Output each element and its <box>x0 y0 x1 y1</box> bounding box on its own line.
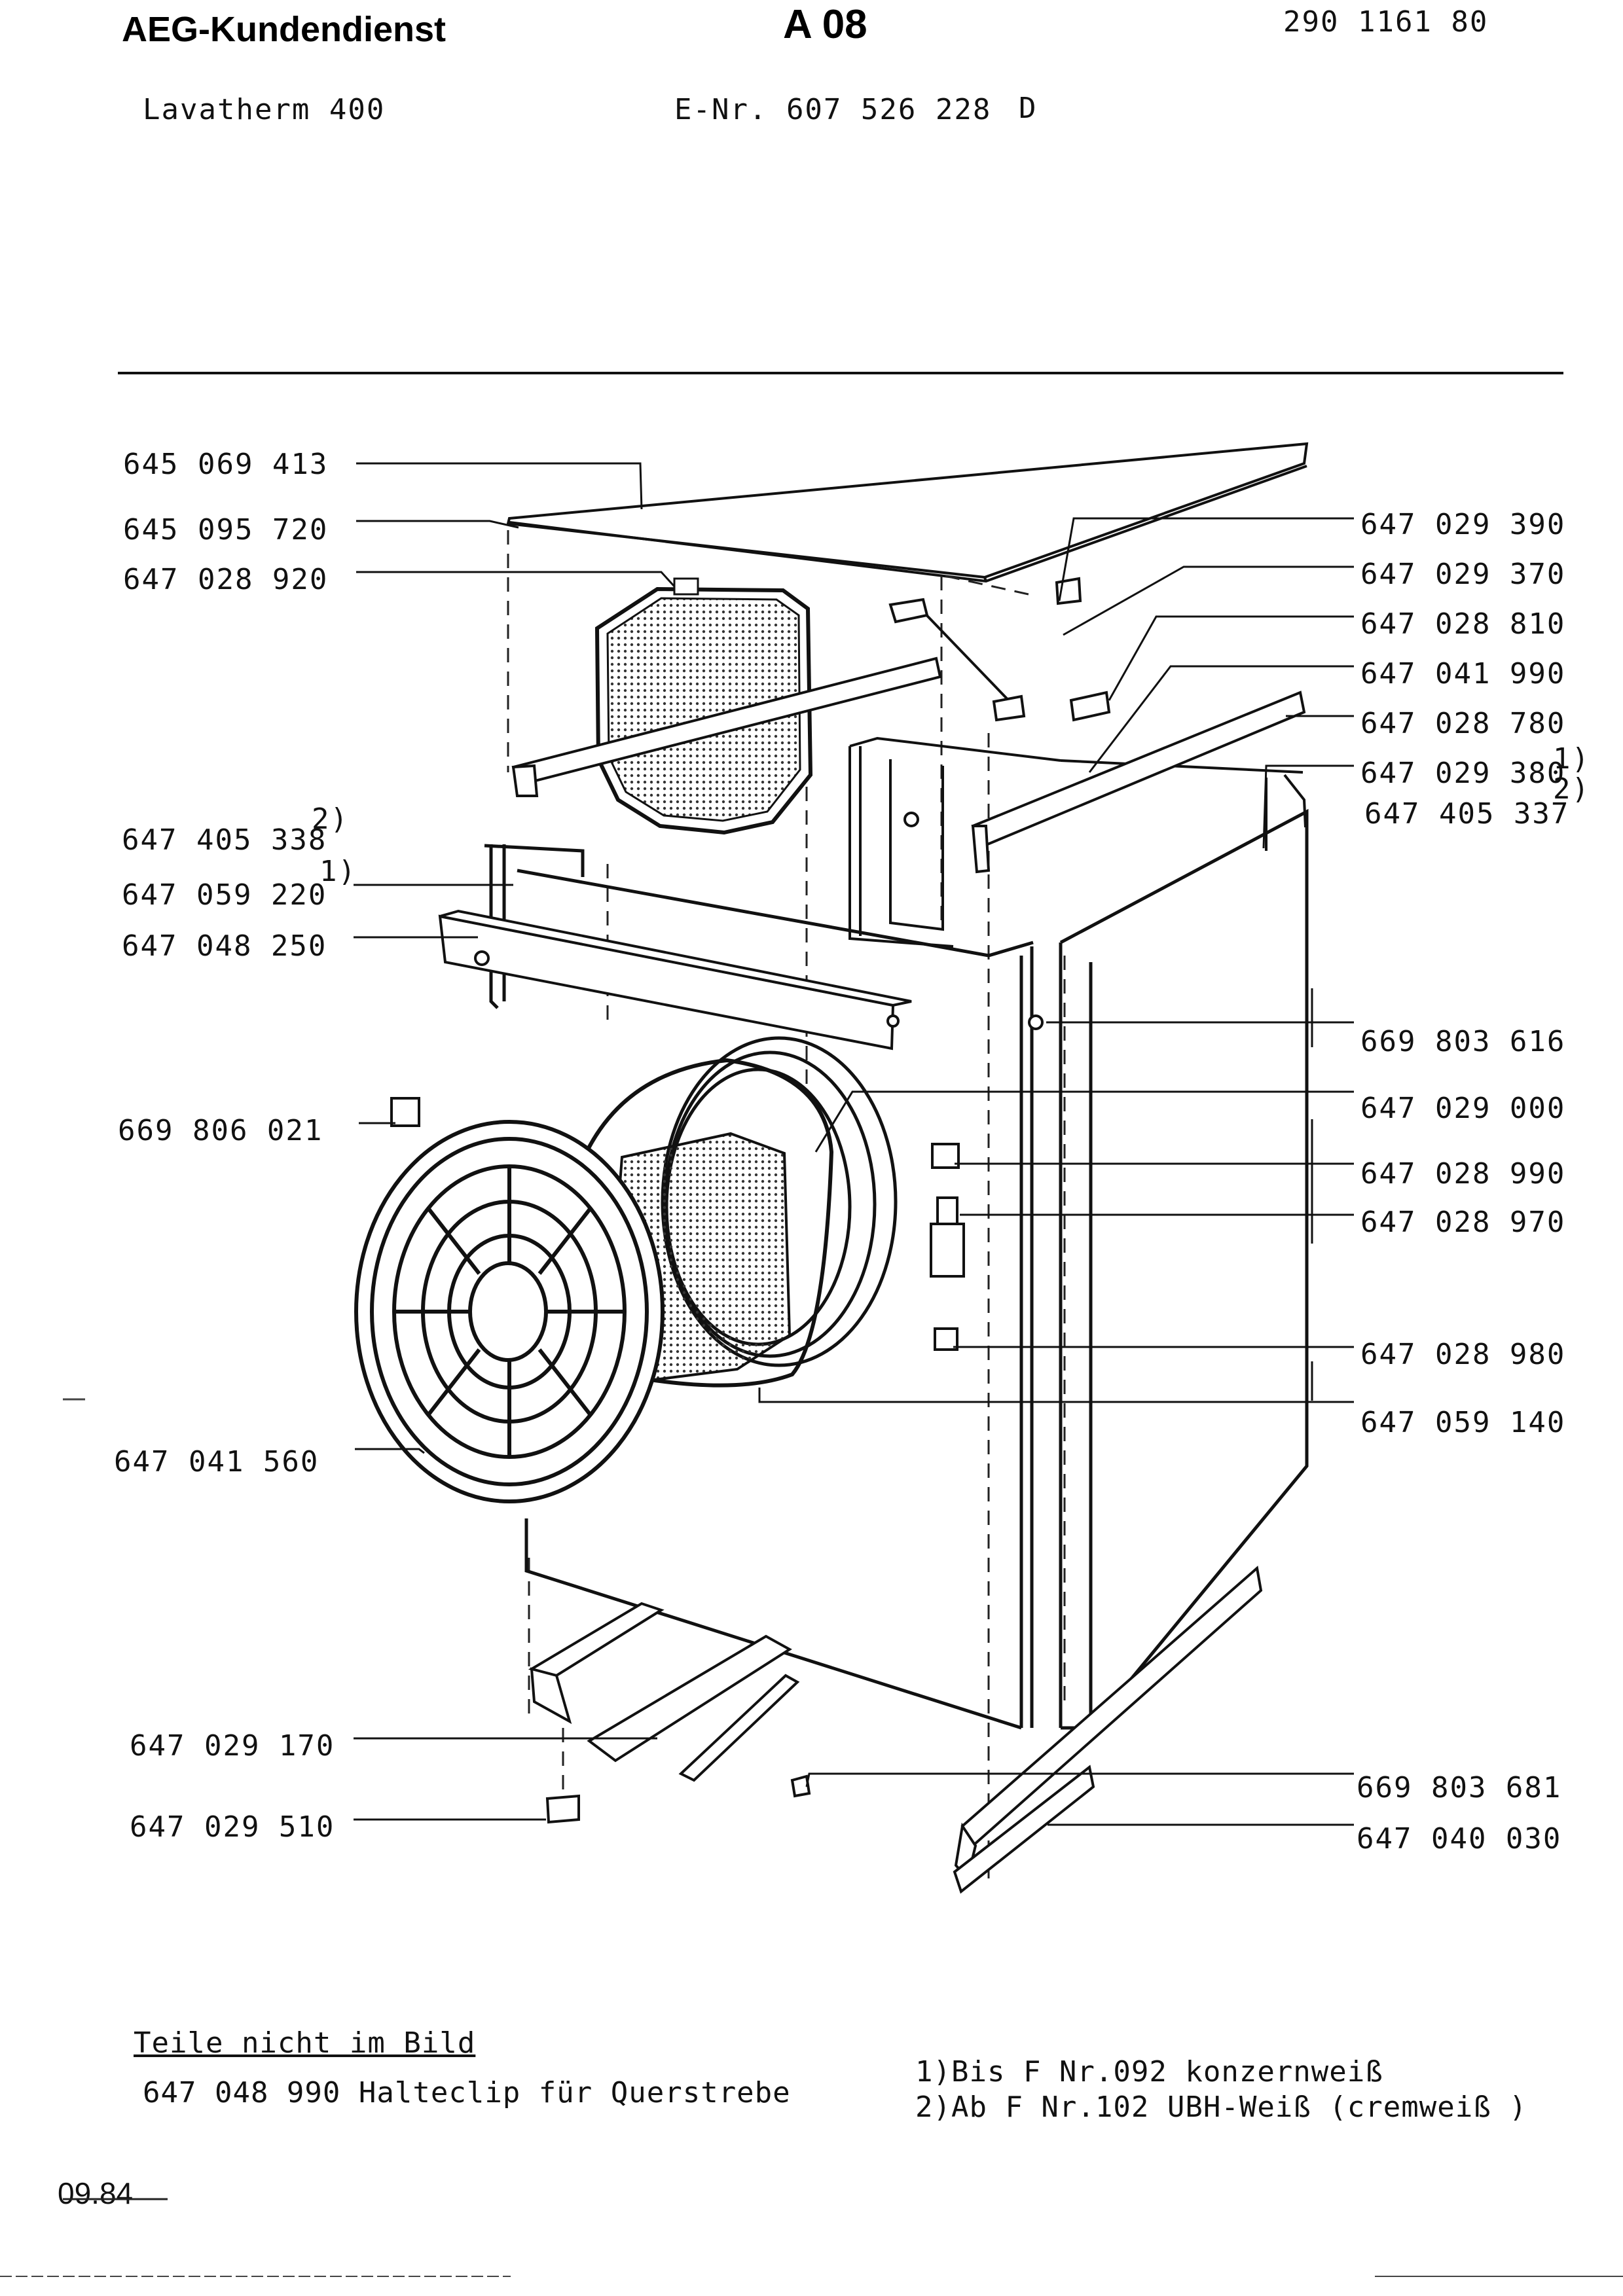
part-label: 647 029 370 <box>1360 558 1566 591</box>
base-frame <box>528 1566 1263 1894</box>
lint-filter <box>594 577 813 835</box>
footnote-mark: 1) <box>1553 742 1590 776</box>
part-label: 669 806 021 <box>118 1114 323 1147</box>
rear-frame <box>848 736 1307 948</box>
side-fittings <box>390 1014 1044 1351</box>
part-label: 647 028 780 <box>1360 707 1566 740</box>
part-label: 647 028 970 <box>1360 1206 1566 1239</box>
part-label: 647 048 250 <box>122 929 327 963</box>
cross-strut <box>438 909 912 1050</box>
part-label: 647 028 920 <box>123 563 329 596</box>
part-label: 647 040 030 <box>1357 1822 1562 1856</box>
part-label: 647 028 980 <box>1360 1338 1566 1371</box>
part-label: 647 028 990 <box>1360 1157 1566 1191</box>
part-label: 669 803 616 <box>1360 1025 1566 1058</box>
e-number: E-Nr. 607 526 228 <box>674 93 992 126</box>
part-label: 647 029 380 <box>1360 757 1566 790</box>
part-label: 647 029 510 <box>130 1810 335 1844</box>
footnote-2: 2)Ab F Nr.102 UBH-Weiß (cremweiß ) <box>915 2090 1527 2124</box>
parts-not-shown-title: Teile nicht im Bild <box>134 2026 476 2060</box>
part-label: 669 803 681 <box>1357 1771 1562 1804</box>
footnote-1: 1)Bis F Nr.092 konzernweiß <box>915 2055 1383 2089</box>
model-name: Lavatherm 400 <box>143 93 386 126</box>
leader-lines-left <box>354 462 676 1821</box>
part-label: 645 095 720 <box>123 513 329 547</box>
footnote-mark: 2) <box>1553 772 1590 806</box>
footnote-mark: 1) <box>319 855 357 888</box>
leader-lines-right <box>758 517 1354 1826</box>
part-label: 647 029 170 <box>130 1729 335 1763</box>
country-code: D <box>1019 92 1038 125</box>
document-number: 290 1161 80 <box>1283 5 1489 39</box>
parts-not-shown-item: 647 048 990 Halteclip für Querstrebe <box>143 2076 791 2109</box>
part-label: 647 059 140 <box>1360 1406 1566 1439</box>
part-label: 645 069 413 <box>123 448 329 481</box>
part-label: 647 405 338 <box>122 823 327 857</box>
side-rails <box>511 577 1306 874</box>
cabinet-body <box>484 808 1309 1730</box>
part-label: 647 041 990 <box>1360 657 1566 691</box>
part-label: 647 029 000 <box>1360 1092 1566 1125</box>
door <box>354 1120 665 1503</box>
part-label: 647 029 390 <box>1360 508 1566 541</box>
issue-date: 09.84 <box>58 2176 134 2210</box>
part-label: 647 059 220 <box>122 878 327 912</box>
footnote-mark: 2) <box>312 802 349 836</box>
sheet-code: A 08 <box>783 2 867 47</box>
part-label: 647 405 337 <box>1364 797 1570 831</box>
top-cover <box>506 442 1309 583</box>
company-name: AEG-Kundendienst <box>122 10 446 49</box>
part-label: 647 041 560 <box>114 1445 319 1479</box>
part-label: 647 028 810 <box>1360 607 1566 641</box>
